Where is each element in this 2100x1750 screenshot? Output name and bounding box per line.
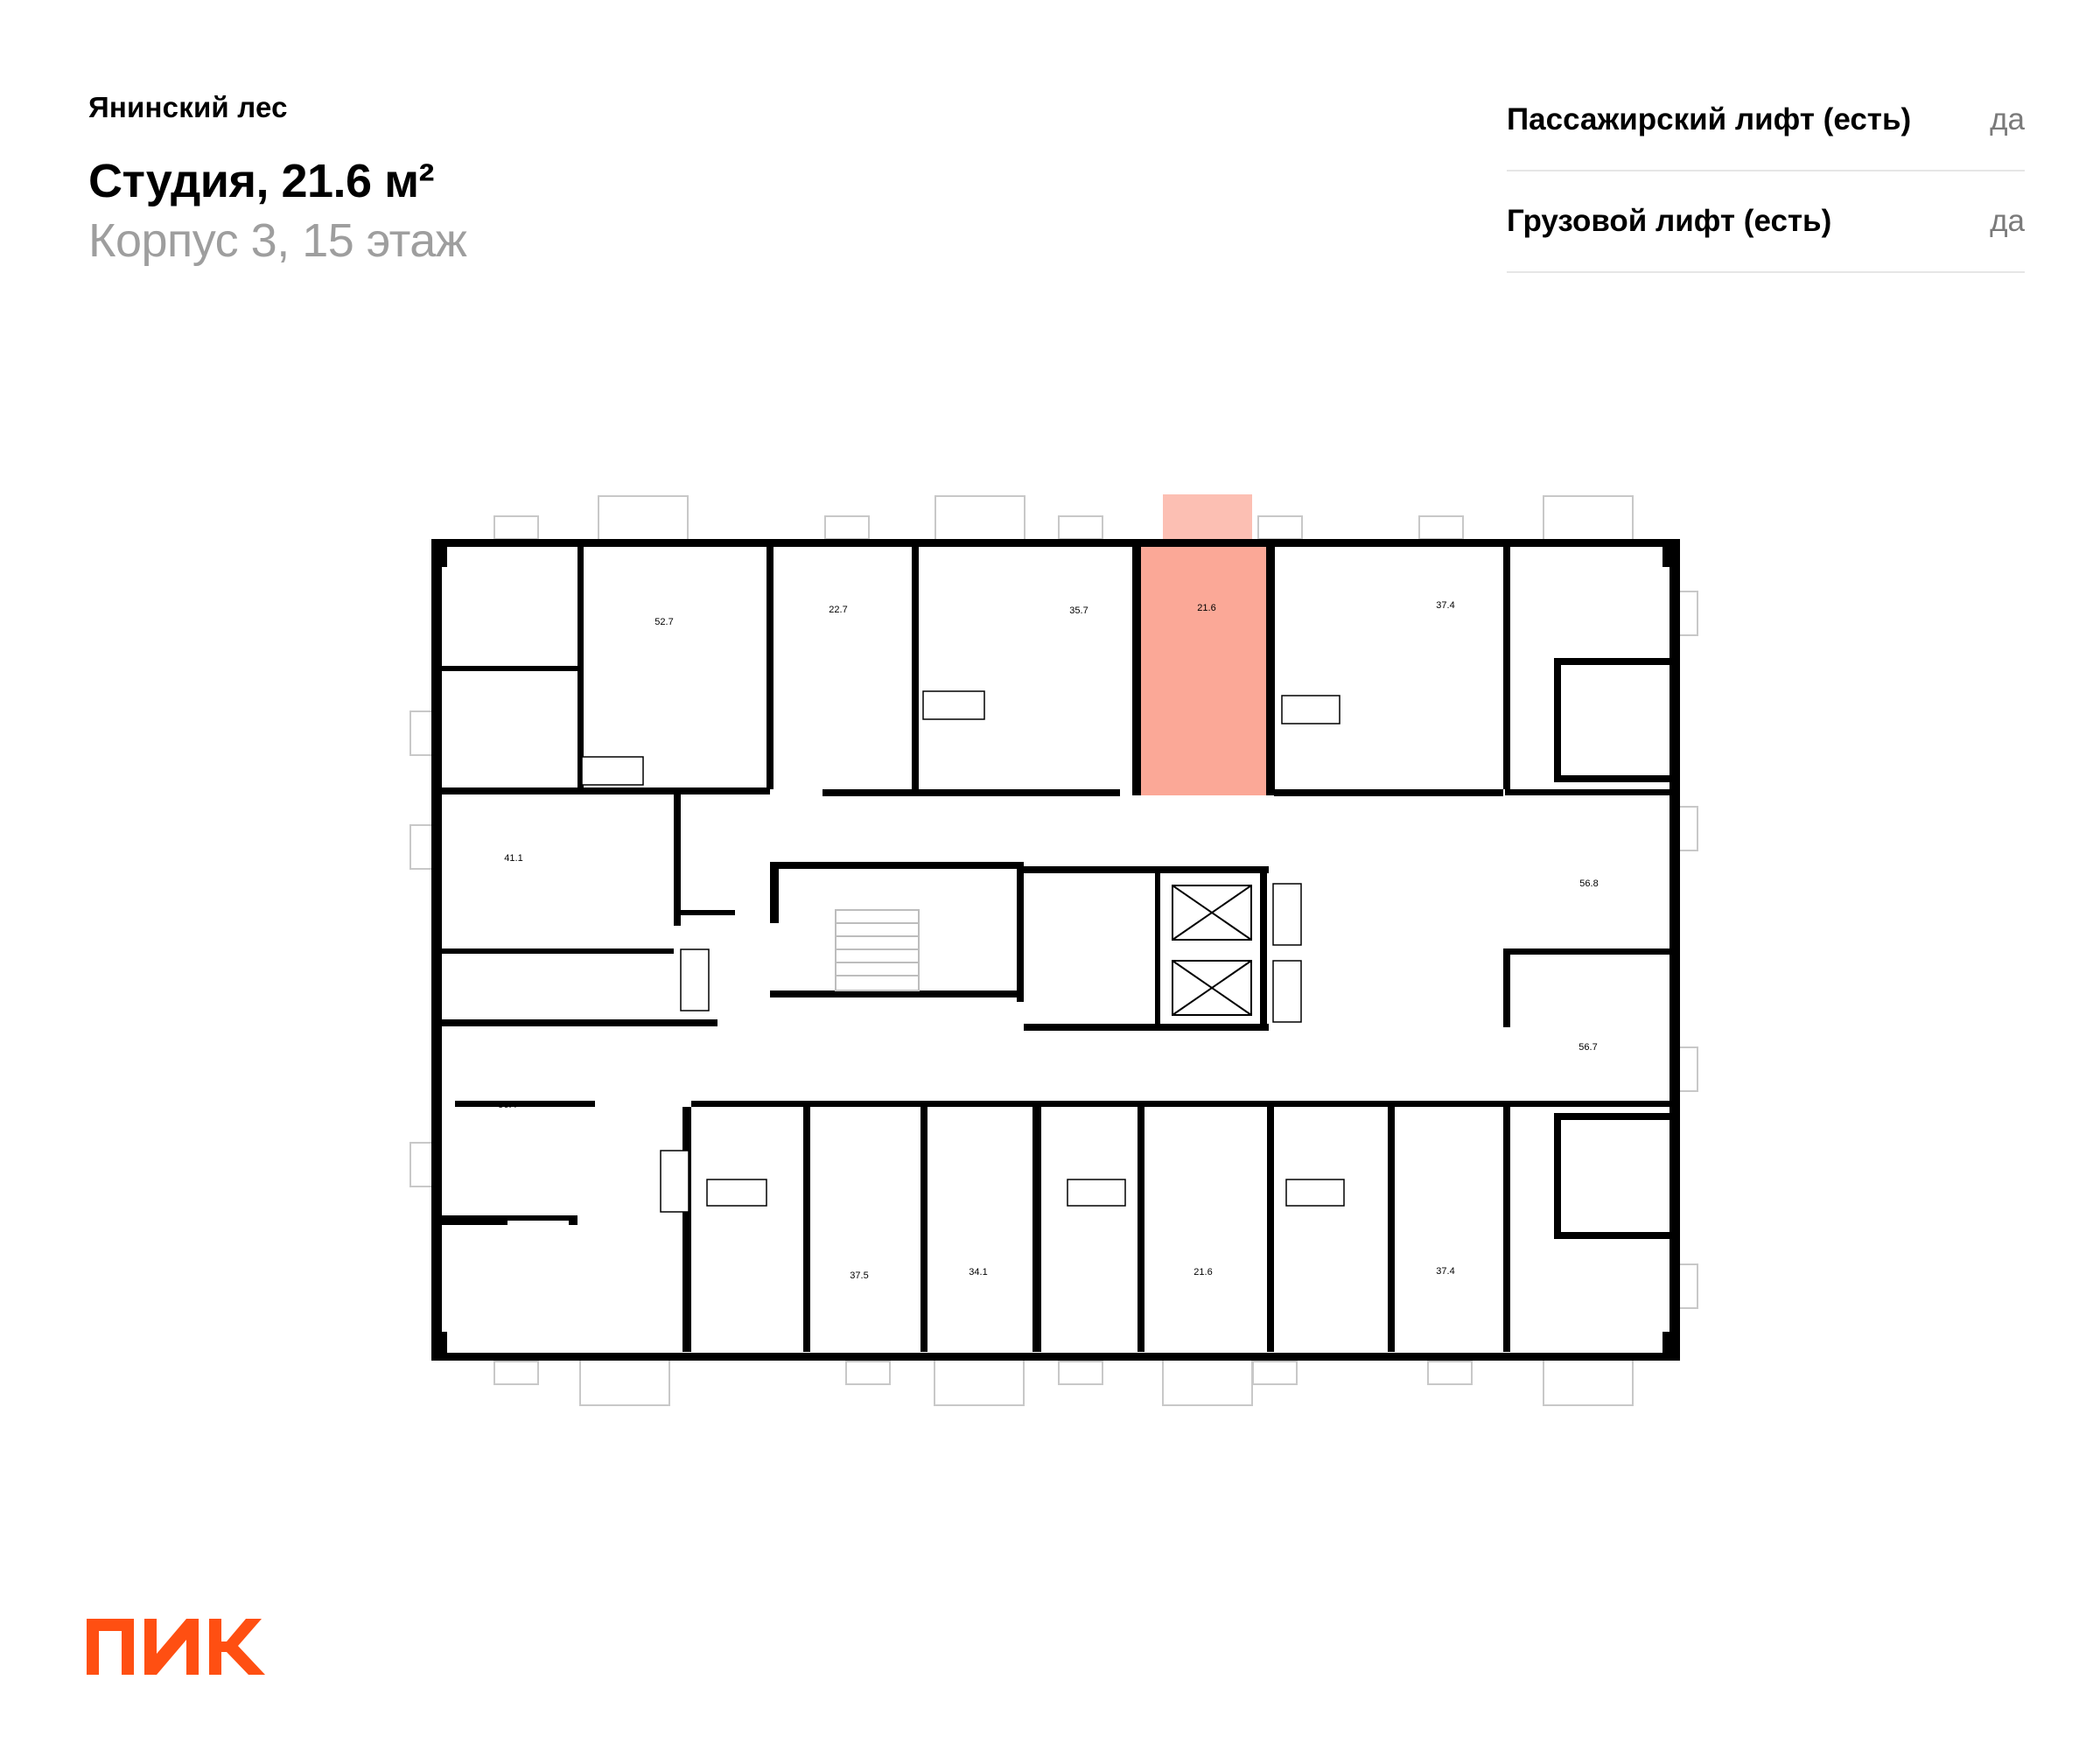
spec-name: Грузовой лифт (есть) <box>1507 204 1832 238</box>
specs-list: Пассажирский лифт (есть) да Грузовой лиф… <box>1507 70 2025 273</box>
spec-value: да <box>1990 102 2025 136</box>
apartment-area-label: 52.7 <box>654 617 673 627</box>
walls <box>431 539 1680 1361</box>
stairs <box>835 909 920 991</box>
project-name: Янинский лес <box>88 91 288 123</box>
apartment-area-label: 56.8 <box>1579 878 1598 889</box>
spec-row-passenger-lift: Пассажирский лифт (есть) да <box>1507 70 2025 172</box>
apartment-area-label: 35.7 <box>1069 606 1088 616</box>
highlighted-balcony <box>1163 494 1252 544</box>
apartment-area-label: 56.7 <box>1578 1042 1597 1053</box>
apartment-area-label: 37.5 <box>850 1270 868 1281</box>
spec-value: да <box>1990 204 2025 238</box>
apartment-area-label: 37.4 <box>1436 1266 1454 1277</box>
apartment-areas: 52.7 22.7 35.7 21.6 37.4 41.1 56.8 56.4 … <box>498 600 1598 1281</box>
highlighted-apartment[interactable] <box>1139 544 1274 795</box>
apartment-subtitle: Корпус 3, 15 этаж <box>88 214 467 267</box>
spec-row-freight-lift: Грузовой лифт (есть) да <box>1507 172 2025 273</box>
apartment-title: Студия, 21.6 м² <box>88 155 435 207</box>
balconies <box>579 495 1634 1406</box>
elevators <box>1172 885 1252 1016</box>
apartment-area-label: 21.6 <box>1194 1267 1212 1278</box>
apartment-area-label: 56.4 <box>498 1100 516 1110</box>
spec-name: Пассажирский лифт (есть) <box>1507 102 1912 136</box>
apartment-area-label: 41.1 <box>504 853 522 864</box>
bathrooms <box>581 690 1345 1213</box>
apartment-area-label: 37.4 <box>1436 600 1454 611</box>
apartment-area-label: 21.6 <box>1197 603 1215 613</box>
apartment-area-label: 34.1 <box>969 1267 987 1278</box>
apartment-area-label: 22.7 <box>829 605 847 615</box>
pik-logo <box>87 1619 265 1675</box>
